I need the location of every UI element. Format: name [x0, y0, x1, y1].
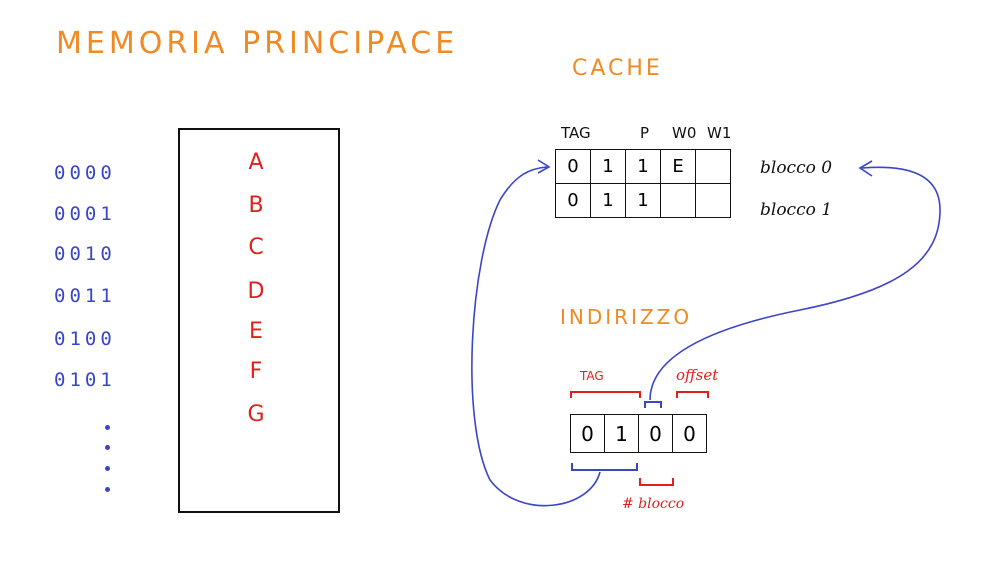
cache-block-label: blocco 1: [760, 200, 833, 220]
address-title: INDIRIZZO: [560, 305, 693, 329]
cache-title: CACHE: [572, 56, 663, 81]
offset-bracket: [676, 391, 709, 398]
block-number-label: # blocco: [622, 496, 685, 512]
tag-bracket-blue: [571, 463, 638, 471]
cache-cell: 1: [625, 149, 661, 184]
cache-cell: [695, 149, 731, 184]
tag-label: TAG: [580, 369, 604, 383]
memory-address: 0001: [54, 203, 116, 225]
cache-header-p: P: [640, 124, 650, 142]
memory-value: A: [248, 150, 264, 175]
cache-row: 0 1 1: [555, 183, 731, 218]
address-bits: 0 1 0 0: [570, 414, 707, 453]
address-bit: 0: [638, 414, 673, 453]
ellipsis-dot: [105, 487, 110, 492]
cache-cell: [695, 183, 731, 218]
main-memory-box: [178, 128, 340, 513]
block-arrow: [649, 166, 941, 401]
cache-header-w0: W0: [672, 124, 697, 142]
block-arrowhead: [858, 160, 873, 177]
ellipsis-dot: [105, 466, 110, 471]
ellipsis-dot: [105, 425, 110, 430]
tag-arrowhead: [537, 159, 551, 174]
tag-arrow: [471, 166, 601, 507]
address-bit: 1: [604, 414, 639, 453]
block-bracket: [639, 478, 674, 486]
cache-cell: 0: [555, 183, 591, 218]
memory-value: E: [249, 319, 263, 344]
ellipsis-dot: [105, 445, 110, 450]
memory-value: B: [248, 193, 264, 218]
memory-value: F: [249, 359, 263, 384]
memory-address: 0000: [54, 162, 116, 184]
cache-block-label: blocco 0: [760, 158, 833, 178]
offset-label: offset: [676, 366, 719, 384]
cache-cell: 1: [590, 149, 626, 184]
tag-bracket: [570, 391, 641, 398]
cache-header-tag: TAG: [561, 124, 591, 142]
cache-cell: [660, 183, 696, 218]
cache-row: 0 1 1 E: [555, 149, 731, 184]
memory-address: 0101: [54, 369, 116, 391]
memory-value: D: [247, 279, 265, 304]
cache-cell: 1: [625, 183, 661, 218]
cache-header-w1: W1: [707, 124, 732, 142]
address-bit: 0: [672, 414, 707, 453]
memory-value: G: [247, 402, 265, 427]
cache-table: 0 1 1 E 0 1 1: [555, 149, 731, 218]
memory-value: C: [248, 235, 264, 260]
cache-cell: 1: [590, 183, 626, 218]
block-bracket-blue: [644, 401, 662, 408]
memory-address: 0011: [54, 285, 116, 307]
memory-address: 0100: [54, 328, 116, 350]
memory-address: 0010: [54, 243, 116, 265]
page-title: MEMORIA PRINCIPACE: [56, 26, 459, 61]
